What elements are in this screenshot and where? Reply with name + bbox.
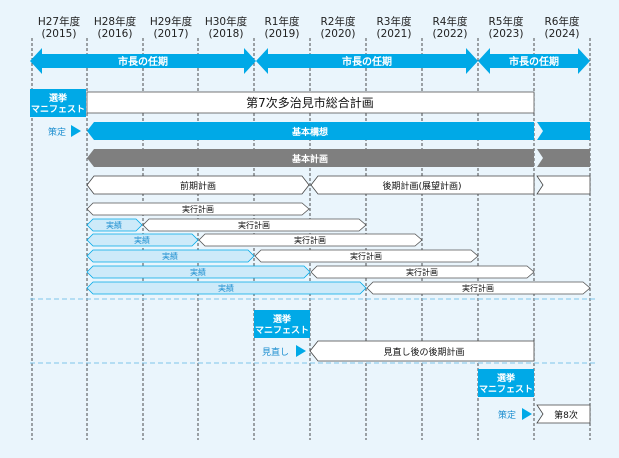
kihon-keikaku-label: 基本計画: [291, 153, 328, 165]
kihon-keikaku-bar: [87, 149, 534, 167]
jikko-bar: [254, 249, 479, 263]
jikko-bar: [86, 202, 310, 216]
minaoshi-label: 見直し: [262, 346, 289, 358]
year-ad-label: (2023): [489, 28, 524, 40]
jisseki-label: 実績: [106, 220, 122, 230]
year-ad-label: (2015): [42, 28, 77, 40]
year-ad-label: (2019): [265, 28, 300, 40]
year-ad-label: (2017): [154, 28, 189, 40]
jikko-label: 実行計画: [462, 283, 494, 293]
kihon-koso-bar: [87, 122, 534, 140]
sakutei-label: 策定: [48, 126, 66, 138]
sakutei-arrow-icon: [522, 408, 532, 420]
year-label: R5年度: [489, 15, 524, 28]
kihon-koso-label: 基本構想: [291, 126, 328, 138]
year-ad-label: (2024): [545, 28, 580, 40]
year-label: H29年度: [150, 15, 193, 28]
jikko-bar: [366, 281, 591, 295]
manifesto-box: [254, 310, 310, 338]
jisseki-label: 実績: [190, 267, 206, 277]
jikko-label: 実行計画: [350, 251, 382, 261]
sakutei-label: 策定: [498, 409, 516, 421]
plan7-title: 第7次多治見市総合計画: [246, 95, 374, 110]
year-label: R1年度: [265, 15, 300, 28]
jikko-label: 実行計画: [182, 204, 214, 214]
year-ad-label: (2021): [377, 28, 412, 40]
jikko-label: 実行計画: [406, 267, 438, 277]
manifesto-box: [478, 369, 534, 397]
manifesto-label: 選挙: [49, 92, 68, 104]
jikko-label: 実行計画: [294, 235, 326, 245]
manifesto-box: [30, 89, 86, 117]
mayor-term-label: 市長の任期: [118, 55, 168, 68]
mayor-term-arrow: [256, 48, 478, 74]
jisseki-bar: [86, 249, 255, 263]
year-label: H30年度: [205, 15, 248, 28]
year-label: R6年度: [545, 15, 580, 28]
mayor-term-arrow: [478, 48, 590, 74]
zenki-label: 前期計画: [180, 180, 216, 192]
minaoshi-arrow-icon: [296, 345, 306, 357]
minaoshi-plan-label: 見直し後の後期計画: [383, 346, 464, 358]
jikko-label: 実行計画: [238, 220, 270, 230]
jisseki-bar: [86, 233, 199, 247]
kihon-keikaku-next-bar: [537, 149, 590, 167]
manifesto-label: 選挙: [273, 313, 292, 325]
sakutei-arrow-icon: [71, 125, 81, 137]
plan8-bar: [536, 404, 591, 424]
plan8-label: 第8次: [554, 409, 578, 421]
year-label: R4年度: [433, 15, 468, 28]
manifesto-label: マニフェスト: [255, 325, 309, 336]
jisseki-label: 実績: [134, 235, 150, 245]
manifesto-label: マニフェスト: [31, 104, 85, 115]
koki-label: 後期計画(展望計画): [382, 180, 461, 192]
jisseki-bar: [86, 218, 143, 232]
kihon-koso-next-bar: [537, 122, 590, 140]
year-ad-label: (2022): [433, 28, 468, 40]
year-ad-label: (2020): [321, 28, 356, 40]
jikko-bar: [198, 233, 423, 247]
jisseki-label: 実績: [218, 283, 234, 293]
jikko-bar: [310, 265, 535, 279]
jisseki-label: 実績: [162, 251, 178, 261]
mayor-term-label: 市長の任期: [342, 55, 392, 68]
koki-bar: [310, 175, 535, 195]
year-label: H27年度: [38, 15, 81, 28]
manifesto-label: 選挙: [497, 372, 516, 384]
jikko-bar: [142, 218, 367, 232]
jisseki-bar: [86, 281, 367, 295]
year-ad-label: (2016): [98, 28, 133, 40]
minaoshi-plan-bar: [309, 340, 535, 362]
mayor-term-arrow: [30, 48, 256, 74]
zenki-bar: [86, 175, 310, 195]
mayor-term-label: 市長の任期: [509, 55, 559, 68]
plan7-title-box: [86, 91, 535, 114]
year-ad-label: (2018): [209, 28, 244, 40]
koki-next-bar: [536, 175, 591, 195]
manifesto-label: マニフェスト: [479, 384, 533, 395]
year-label: R2年度: [321, 15, 356, 28]
year-label: R3年度: [377, 15, 412, 28]
jisseki-bar: [86, 265, 311, 279]
year-label: H28年度: [94, 15, 137, 28]
